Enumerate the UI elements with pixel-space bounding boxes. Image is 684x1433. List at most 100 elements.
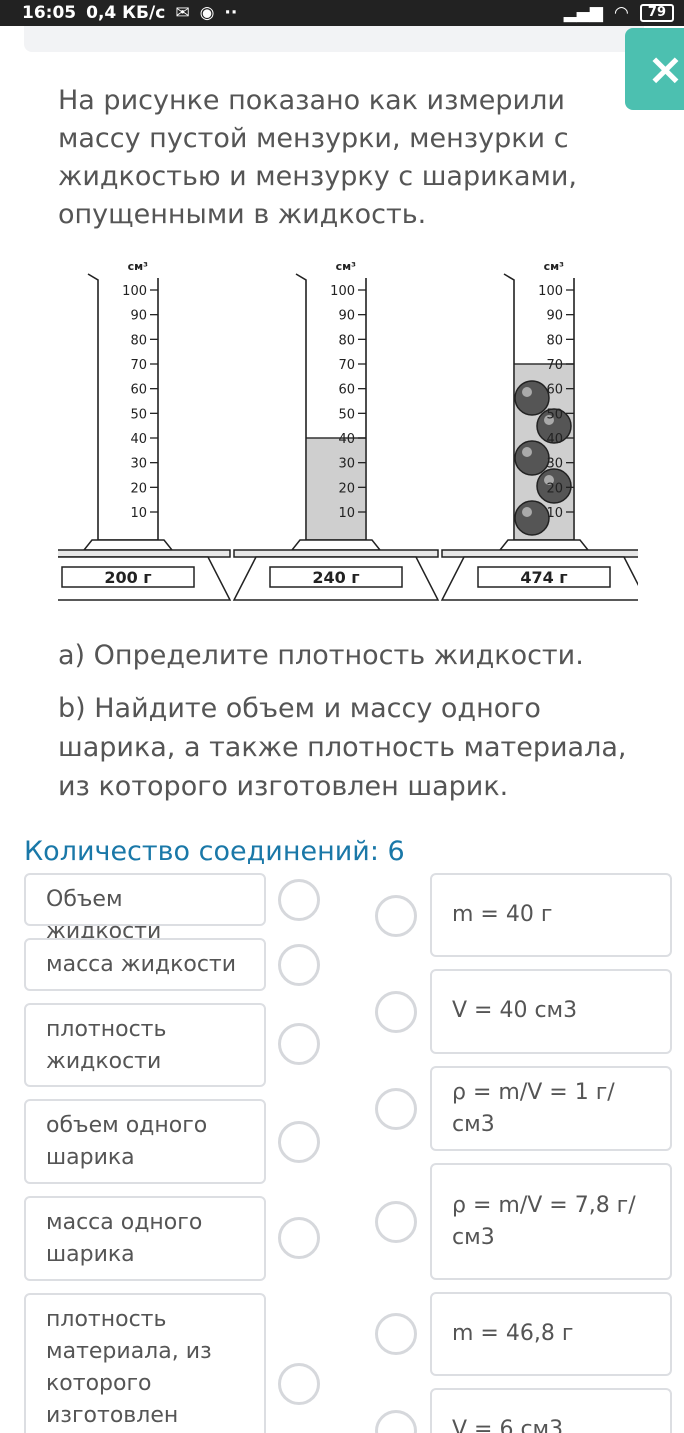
browser-icon: ◉: [199, 3, 215, 23]
ball-highlight: [544, 475, 554, 485]
left-item[interactable]: плотность материала, из которого изготов…: [24, 1293, 266, 1433]
right-item[interactable]: m = 46,8 г: [430, 1292, 672, 1376]
tick-label: 50: [546, 407, 563, 422]
scale-reading: 474 г: [520, 568, 567, 587]
tick-label: 100: [122, 284, 147, 299]
status-time: 16:05: [22, 3, 77, 23]
right-connector-dot[interactable]: [375, 1410, 417, 1433]
tick-label: 80: [130, 333, 147, 348]
right-connector-dot[interactable]: [375, 991, 417, 1033]
tick-label: 70: [546, 358, 563, 373]
ball: [514, 380, 550, 416]
close-icon: ×: [647, 43, 684, 95]
connections-count: Количество соединений: 6: [24, 836, 405, 867]
right-connector-dot[interactable]: [375, 1201, 417, 1243]
top-strip: [24, 26, 644, 52]
tick-label: 100: [538, 284, 563, 299]
tick-label: 70: [338, 358, 355, 373]
tick-label: 100: [330, 284, 355, 299]
tick-label: 60: [130, 383, 147, 398]
unit-label: см³: [544, 260, 565, 273]
tick-label: 10: [546, 506, 563, 521]
ball-highlight: [522, 447, 532, 457]
left-connector-dot[interactable]: [278, 1121, 320, 1163]
scale-pan: [58, 549, 231, 558]
tick-label: 30: [338, 457, 355, 472]
tick-label: 60: [338, 383, 355, 398]
unit-label: см³: [336, 260, 357, 273]
tick-label: 30: [546, 457, 563, 472]
tick-label: 90: [338, 309, 355, 324]
cylinder-base: [82, 539, 174, 551]
scale-reading: 200 г: [104, 568, 151, 587]
left-item[interactable]: Объем жидкости: [24, 873, 266, 944]
right-connector-dot[interactable]: [375, 895, 417, 937]
tick-label: 40: [546, 432, 563, 447]
tick-label: 90: [546, 309, 563, 324]
ball-highlight: [544, 415, 554, 425]
status-extra: ··: [224, 3, 238, 23]
left-item[interactable]: плотность жидкости: [24, 1003, 266, 1087]
left-connector-dot[interactable]: [278, 879, 320, 921]
tick-label: 30: [130, 457, 147, 472]
scale-display: [477, 566, 611, 588]
left-connector-dot[interactable]: [278, 1363, 320, 1405]
tick-label: 40: [130, 432, 147, 447]
ball-highlight: [522, 387, 532, 397]
right-item[interactable]: ρ = m/V = 7,8 г/см3: [430, 1163, 672, 1280]
cylinder-base: [498, 539, 590, 551]
left-item[interactable]: масса жидкости: [24, 938, 266, 991]
right-item-text: ρ = m/V = 1 г/см3: [452, 1079, 615, 1137]
status-bar: 16:05 0,4 КБ/с ✉ ◉ ·· ▂▄▆ ◠ 79: [0, 0, 684, 26]
tick-label: 80: [338, 333, 355, 348]
tick-label: 10: [130, 506, 147, 521]
right-item[interactable]: V = 6 см3: [430, 1388, 672, 1433]
tick-label: 50: [338, 407, 355, 422]
right-item[interactable]: m = 40 г: [430, 873, 672, 957]
notification-icon: ✉: [175, 3, 190, 23]
cylinder-with-liquid: см³ 100 90 80 70 60 50 40 30 20 10 240 г: [232, 260, 440, 601]
scale-pan: [441, 549, 638, 558]
left-connector-dot[interactable]: [278, 944, 320, 986]
tick-label: 60: [546, 383, 563, 398]
close-button[interactable]: ×: [625, 28, 684, 110]
ball-highlight: [522, 507, 532, 517]
left-connector-dot[interactable]: [278, 1217, 320, 1259]
tick-label: 10: [338, 506, 355, 521]
liquid: [307, 438, 365, 540]
right-item-text: m = 46,8 г: [452, 1321, 574, 1346]
left-connector-dot[interactable]: [278, 1023, 320, 1065]
right-item[interactable]: V = 40 см3: [430, 969, 672, 1054]
scale-display: [269, 566, 403, 588]
scale-reading: 240 г: [312, 568, 359, 587]
scale-display: [61, 566, 195, 588]
right-item-text: V = 6 см3: [452, 1417, 564, 1433]
question-text: На рисунке показано как измерили массу п…: [58, 85, 577, 230]
right-item[interactable]: ρ = m/V = 1 г/см3: [430, 1066, 672, 1151]
tick-label: 40: [338, 432, 355, 447]
tick-label: 90: [130, 309, 147, 324]
right-connector-dot[interactable]: [375, 1088, 417, 1130]
left-item[interactable]: масса одного шарика: [24, 1196, 266, 1281]
cylinder-base: [290, 539, 382, 551]
tick-label: 20: [338, 481, 355, 496]
ball: [514, 500, 550, 536]
right-connector-dot[interactable]: [375, 1313, 417, 1355]
battery-icon: 79: [639, 4, 674, 22]
status-speed: 0,4 КБ/с: [86, 3, 166, 23]
figure-graduated-cylinders: см³ 100 90 80 70 60 50 40 30 20 10 200 г см³ 100 90 80…: [58, 260, 638, 601]
subquestion-a: а) Определите плотность жидкости.: [58, 640, 584, 671]
tick-label: 20: [546, 481, 563, 496]
ball: [514, 440, 550, 476]
tick-label: 70: [130, 358, 147, 373]
right-item-text: m = 40 г: [452, 902, 553, 927]
tick-label: 50: [130, 407, 147, 422]
signal-icon: ▂▄▆: [563, 3, 603, 23]
left-item[interactable]: объем одного шарика: [24, 1099, 266, 1184]
subquestion-b: b) Найдите объем и массу одного шарика, …: [58, 693, 627, 802]
wifi-icon: ◠: [614, 3, 628, 23]
scale-pan: [233, 549, 439, 558]
unit-label: см³: [128, 260, 149, 273]
